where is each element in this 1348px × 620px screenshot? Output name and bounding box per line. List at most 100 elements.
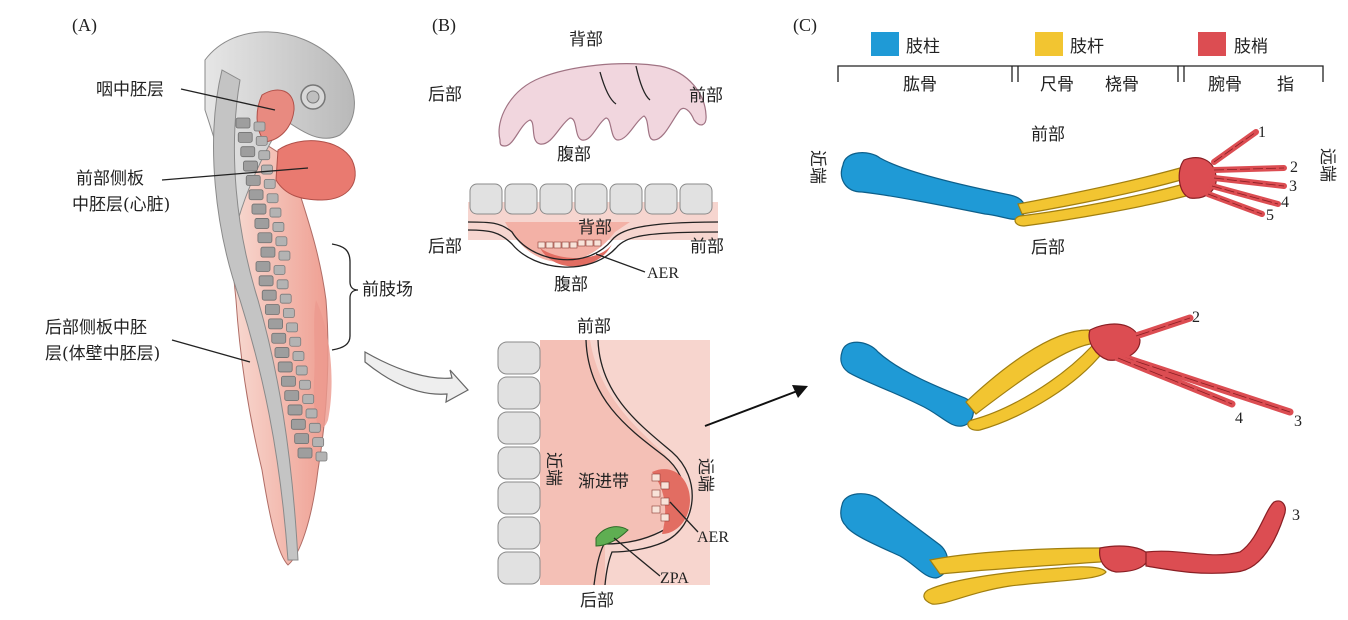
embryo-eye-inner bbox=[306, 90, 320, 104]
panel-b-label: (B) bbox=[432, 15, 456, 36]
somite bbox=[261, 289, 277, 301]
aer-cell bbox=[660, 513, 670, 522]
label-digit-top-2: 2 bbox=[1290, 159, 1298, 176]
label-bud-distal: 远端 bbox=[695, 458, 715, 492]
somite-block bbox=[469, 183, 503, 215]
aer-cell bbox=[569, 241, 578, 249]
label-digit-mid-2: 2 bbox=[1192, 309, 1200, 326]
aer-cell bbox=[651, 505, 661, 514]
label-hand-anterior: 前部 bbox=[689, 86, 723, 106]
somite bbox=[282, 308, 295, 318]
neural-tube bbox=[213, 69, 299, 561]
panel-b: (B) 背部 后部 前部 腹部 背部 后部 前部 AER 腹部 bbox=[428, 15, 808, 611]
somite bbox=[253, 121, 266, 132]
somite-block bbox=[504, 183, 538, 215]
embryo-illustration bbox=[204, 31, 356, 566]
human-arm-skeleton bbox=[840, 129, 1287, 227]
somite bbox=[237, 131, 253, 143]
legend-label-stylopod: 肢柱 bbox=[906, 37, 940, 57]
radius-mid bbox=[967, 345, 1102, 431]
somite bbox=[312, 437, 325, 448]
somite-block bbox=[497, 551, 541, 585]
label-section-posterior: 后部 bbox=[428, 237, 462, 257]
label-c-distal: 远端 bbox=[1317, 148, 1337, 182]
hand-knuckle-lines bbox=[599, 65, 651, 105]
somite bbox=[281, 375, 296, 387]
somite bbox=[286, 322, 298, 333]
somite bbox=[305, 408, 318, 419]
bud-shape bbox=[540, 340, 683, 585]
label-aer-bottom: AER bbox=[697, 529, 729, 546]
somite bbox=[260, 246, 276, 258]
label-forelimb-field: 前肢场 bbox=[362, 280, 413, 300]
label-digit-top-4: 4 bbox=[1281, 194, 1289, 211]
phalanx-joint bbox=[1119, 355, 1291, 413]
somite-block bbox=[497, 376, 541, 410]
section-inner-outline bbox=[467, 229, 719, 268]
legend-swatch-autopod bbox=[1198, 32, 1226, 56]
label-posterior-lpm-line2: 层(体壁中胚层) bbox=[45, 344, 160, 364]
somite bbox=[255, 261, 271, 272]
label-ulna: 尺骨 bbox=[1040, 75, 1074, 95]
label-humerus: 肱骨 bbox=[903, 75, 937, 95]
somite bbox=[308, 422, 321, 433]
somite bbox=[273, 265, 286, 275]
leader-aer-top bbox=[595, 253, 646, 273]
leader-zpa bbox=[613, 537, 661, 577]
section-somite-cells bbox=[469, 183, 713, 215]
label-section-dorsal: 背部 bbox=[578, 218, 612, 238]
somite bbox=[257, 232, 273, 244]
forelimb-field-bracket bbox=[331, 243, 359, 351]
label-hand-posterior: 后部 bbox=[428, 85, 462, 105]
digits-top bbox=[1205, 129, 1287, 217]
somite bbox=[258, 275, 274, 287]
somite-block bbox=[679, 183, 713, 215]
label-digit-top-3: 3 bbox=[1289, 178, 1297, 195]
somite-block bbox=[609, 183, 643, 215]
phalanx-joint bbox=[1213, 177, 1285, 187]
somite bbox=[290, 418, 306, 430]
curved-arrow-a-to-b bbox=[364, 350, 469, 404]
phalanx-joint bbox=[1117, 357, 1233, 405]
panel-c-label: (C) bbox=[793, 15, 817, 36]
radius-bottom bbox=[923, 566, 1107, 605]
phalanx-joint bbox=[1213, 167, 1285, 171]
bud-zpa bbox=[595, 526, 629, 547]
somite bbox=[264, 304, 280, 315]
label-bud-proximal: 近端 bbox=[543, 452, 563, 486]
embryo-pharyngeal bbox=[256, 89, 295, 143]
label-anterior-lpm-line1: 前部侧板 bbox=[76, 169, 144, 189]
label-posterior-lpm-line1: 后部侧板中胚 bbox=[45, 318, 147, 338]
label-digit-bottom-3: 3 bbox=[1292, 507, 1300, 524]
wing-skeleton bbox=[840, 314, 1294, 431]
leader-aer-bottom bbox=[669, 501, 699, 533]
somite bbox=[294, 433, 310, 445]
section-aer-cells bbox=[537, 239, 602, 249]
aer-cell bbox=[651, 489, 661, 498]
somite-block bbox=[497, 446, 541, 480]
humerus-bottom bbox=[840, 493, 949, 579]
leader-anterior-lpm bbox=[161, 167, 309, 181]
panel-c: (C) 肢柱 肢杆 肢梢 肱骨 尺骨 桡骨 腕骨 指 前部 后部 近端 远端 1 bbox=[793, 15, 1337, 605]
hand-shape bbox=[498, 63, 707, 147]
carpals-mid bbox=[1088, 323, 1141, 361]
somite bbox=[302, 394, 315, 405]
somite bbox=[266, 193, 279, 204]
aer-cell bbox=[593, 239, 602, 247]
phalanx-joint bbox=[1211, 185, 1279, 205]
bone-bracket bbox=[837, 65, 1324, 82]
somite bbox=[289, 336, 302, 347]
somite bbox=[276, 279, 289, 290]
label-bud-posterior: 后部 bbox=[580, 591, 614, 611]
somite bbox=[284, 390, 300, 402]
label-bud-anterior: 前部 bbox=[577, 317, 611, 337]
section-aer bbox=[540, 244, 612, 267]
somites bbox=[235, 117, 328, 462]
label-anterior-lpm-line2: 中胚层(心脏) bbox=[72, 195, 170, 215]
label-c-proximal: 近端 bbox=[807, 150, 827, 184]
somite-block bbox=[497, 411, 541, 445]
label-digit-top-1: 1 bbox=[1258, 124, 1266, 141]
label-digit-mid-4: 4 bbox=[1235, 410, 1243, 427]
somite bbox=[251, 203, 267, 215]
label-c-posterior: 后部 bbox=[1031, 238, 1065, 258]
